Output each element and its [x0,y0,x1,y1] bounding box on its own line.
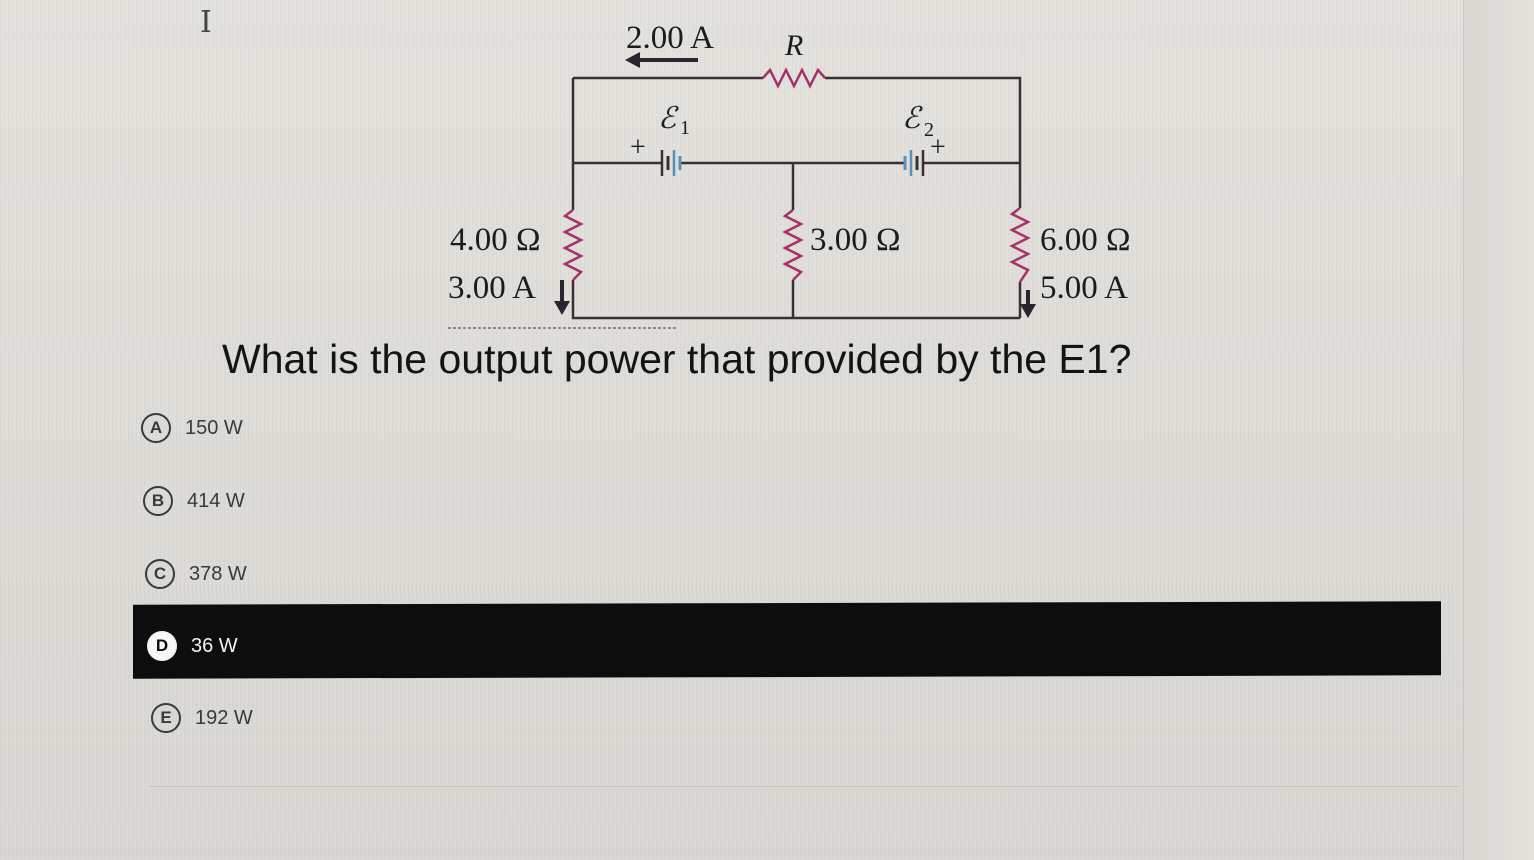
label-current-left: 3.00 A [448,270,536,306]
divider [150,786,1460,787]
option-c[interactable]: C 378 W [145,554,247,594]
option-letter: C [145,559,175,589]
label-emf1: ℰ [658,102,679,135]
resistor-middle [782,209,804,281]
label-emf2: ℰ [902,102,923,135]
resistor-left [562,209,584,281]
option-letter: E [151,703,181,733]
circuit-diagram: 2.00 A R ℰ 1 + ℰ 2 + 4.00 Ω 3.00 A 3.00 … [448,20,1131,329]
option-text: 150 W [185,416,243,439]
label-emf1-sub: 1 [680,117,690,139]
window-edge [1463,0,1534,860]
label-emf2-plus: + [930,132,946,163]
label-emf1-plus: + [630,132,646,163]
battery-e1 [660,150,682,176]
battery-e2 [903,150,925,176]
option-d[interactable]: D 36 W [147,626,238,666]
selected-option-highlight [133,601,1441,679]
option-text: 192 W [195,706,253,729]
option-text: 36 W [191,634,238,657]
option-text: 378 W [189,562,247,585]
circuit-wires [571,76,1022,320]
option-letter: D [147,631,177,661]
option-text: 414 W [187,489,245,512]
text-cursor-icon: I [200,5,212,40]
option-letter: A [141,413,171,443]
label-current-top: 2.00 A [626,20,714,56]
option-a[interactable]: A 150 W [141,408,243,448]
label-resistor-right: 6.00 Ω [1040,222,1131,258]
arrow-top-current-icon [625,52,698,68]
arrow-right-current-icon [1020,290,1036,318]
option-letter: B [143,486,173,516]
question-text: What is the output power that provided b… [222,336,1132,382]
resistor-right [1009,207,1031,283]
option-e[interactable]: E 192 W [151,698,253,738]
resistor-r [762,67,826,89]
label-resistor-middle: 3.00 Ω [810,222,901,258]
arrow-left-current-icon [554,280,570,315]
label-current-right: 5.00 A [1040,270,1128,306]
option-b[interactable]: B 414 W [143,481,245,521]
label-resistor-r: R [784,29,803,62]
label-emf2-sub: 2 [924,119,934,141]
label-resistor-left: 4.00 Ω [450,222,541,258]
